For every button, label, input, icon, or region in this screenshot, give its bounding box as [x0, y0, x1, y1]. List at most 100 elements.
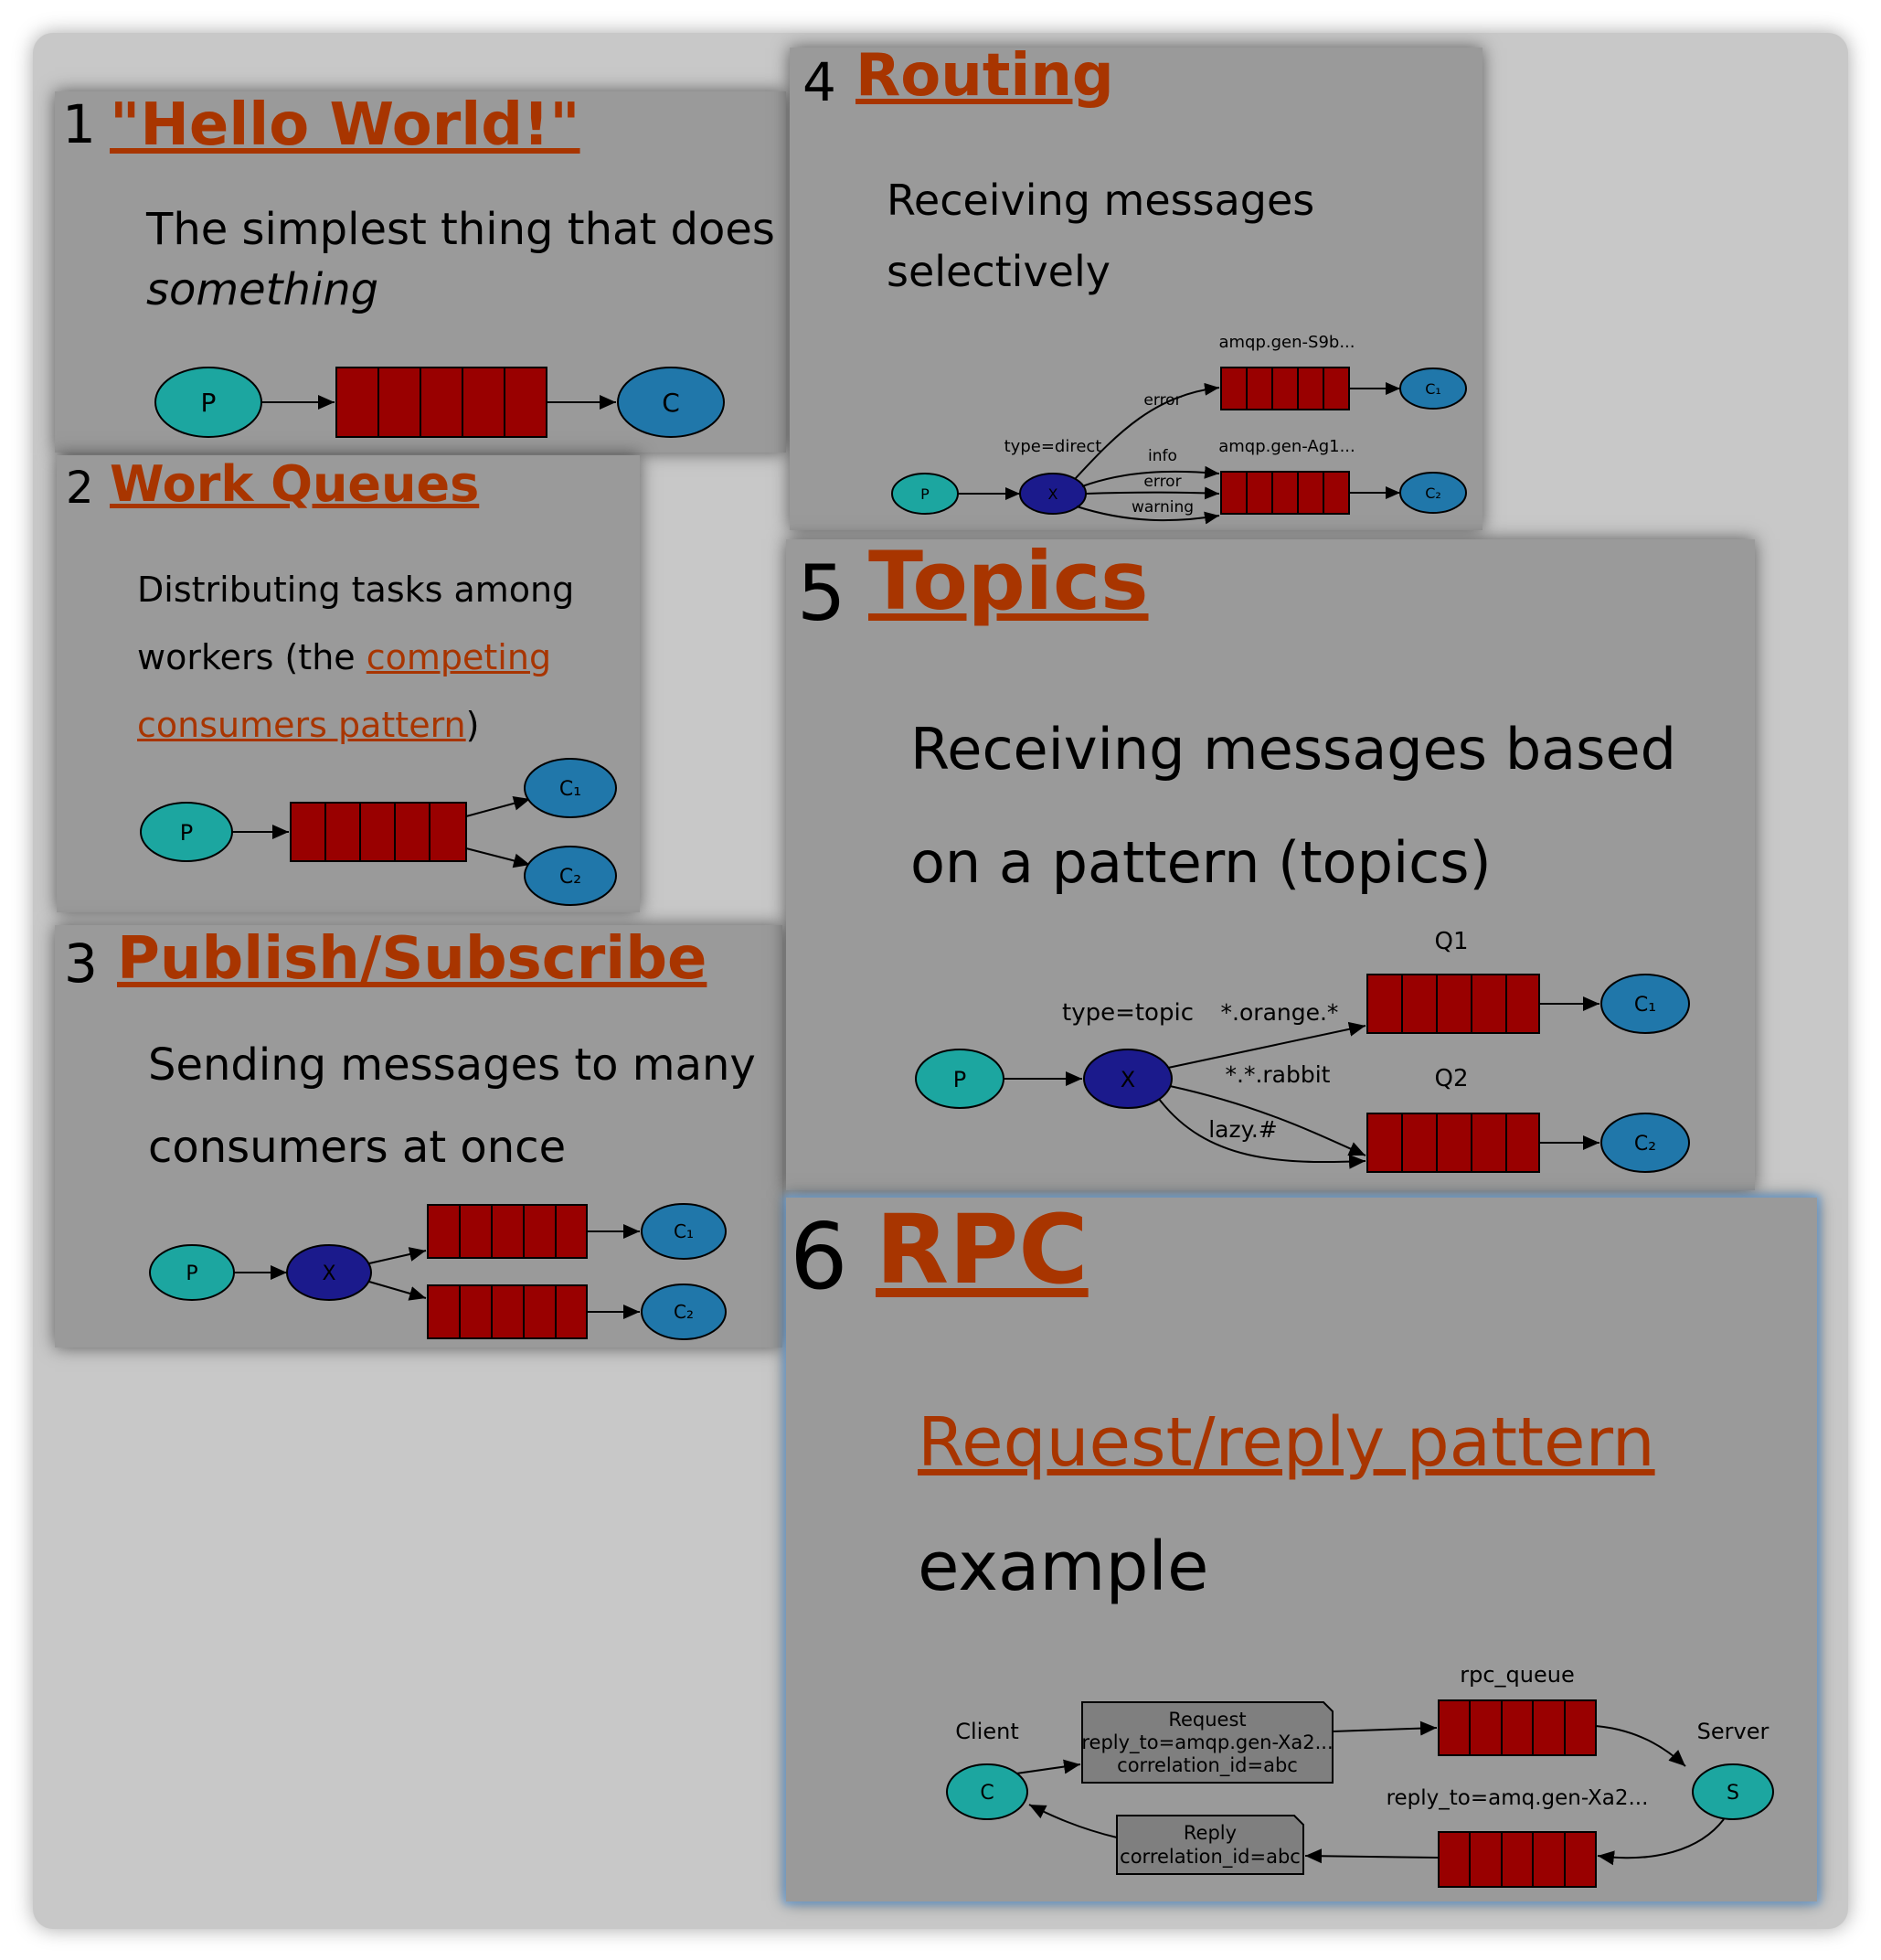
desc-line: Receiving messages: [887, 176, 1315, 225]
desc-line: consumers at once: [148, 1122, 567, 1173]
consumer-node: [641, 1203, 727, 1260]
tutorial-title-link[interactable]: Topics: [868, 539, 1149, 628]
card-rpc[interactable]: 6 RPC Request/reply pattern example Clie…: [786, 1198, 1817, 1901]
message-line: Reply: [1184, 1822, 1237, 1844]
consumer-label: C₂: [1634, 1133, 1656, 1156]
card-work-queues[interactable]: 2 Work Queues Distributing tasks among w…: [57, 455, 640, 912]
binding-arrow: [1074, 382, 1220, 480]
tutorial-description: Receiving messages selectively: [887, 159, 1314, 313]
binding-arrow: [1167, 1021, 1366, 1069]
tutorial-title-link[interactable]: "Hello World!": [110, 91, 580, 159]
diagram-hello-world: P C: [154, 367, 725, 438]
desc-line: example: [918, 1528, 1209, 1606]
producer-label: P: [186, 1262, 197, 1285]
diagram-publish-subscribe: P X C₁ C₂: [149, 1203, 727, 1340]
desc-line: The simplest thing that does: [146, 204, 775, 255]
server-label: Server: [1697, 1719, 1769, 1744]
server-node: [1692, 1763, 1774, 1820]
queue: [1220, 367, 1350, 410]
tutorial-description: The simplest thing that does something: [146, 199, 775, 320]
desc-line: on a pattern (topics): [910, 829, 1492, 896]
exchange-label: X: [1121, 1067, 1135, 1092]
tutorial-title-link[interactable]: RPC: [876, 1198, 1089, 1305]
client-node-label: C: [980, 1782, 994, 1805]
consumer-label: C₂: [674, 1301, 694, 1323]
arrow: [465, 847, 531, 868]
exchange-node: [286, 1244, 372, 1301]
desc-line: selectively: [887, 247, 1111, 296]
binding-arrow: [1085, 486, 1220, 500]
producer-label: P: [953, 1067, 966, 1092]
diagram-rpc: Client C Request reply_to=amqp.gen-Xa2..…: [946, 1662, 1774, 1888]
queue: [335, 367, 547, 438]
consumer-node: [1600, 1113, 1690, 1173]
competing-consumers-link[interactable]: consumers pattern: [137, 705, 466, 745]
request-message: Request reply_to=amqp.gen-Xa2... correla…: [1081, 1701, 1334, 1784]
consumer-label: C₂: [1425, 485, 1441, 502]
binding-key: *.*.rabbit: [1226, 1061, 1331, 1088]
tutorial-number: 4: [802, 51, 836, 113]
consumer-node: [1399, 472, 1467, 514]
queue: [427, 1204, 588, 1259]
desc-line: Sending messages to many: [148, 1039, 756, 1091]
exchange-label: X: [322, 1262, 335, 1285]
exchange-type-label: type=topic: [1062, 999, 1194, 1027]
binding-key: *.orange.*: [1221, 999, 1339, 1026]
server-node-label: S: [1727, 1782, 1739, 1805]
queue: [1438, 1699, 1597, 1756]
message-line: correlation_id=abc: [1117, 1754, 1298, 1777]
consumer-node: [1399, 368, 1467, 410]
tutorial-title-link[interactable]: Publish/Subscribe: [117, 925, 707, 993]
tutorial-description: Distributing tasks among workers (the co…: [137, 556, 574, 759]
queue: [427, 1284, 588, 1339]
client-node: [946, 1763, 1028, 1820]
message-line: reply_to=amqp.gen-Xa2...: [1081, 1731, 1333, 1754]
consumer-label: C₁: [1634, 994, 1656, 1017]
arrow: [1332, 1720, 1438, 1736]
queue-label: Q2: [1434, 1065, 1468, 1092]
desc-line: Receiving messages based: [910, 716, 1676, 783]
binding-arrow: [1169, 1085, 1366, 1156]
card-hello-world[interactable]: 1 "Hello World!" The simplest thing that…: [55, 91, 786, 453]
tutorial-title-link[interactable]: Work Queues: [110, 455, 480, 513]
consumer-node: [617, 367, 725, 438]
request-reply-link[interactable]: Request/reply pattern: [918, 1403, 1655, 1482]
tutorial-number: 1: [62, 93, 96, 155]
queue: [1438, 1831, 1597, 1888]
diagram-work-queues: P C₁ C₂: [140, 758, 617, 906]
binding-key: lazy.#: [1208, 1116, 1278, 1143]
arrow: [368, 1247, 427, 1264]
queue: [1366, 1113, 1540, 1173]
arrow: [465, 795, 531, 817]
queue-label: amqp.gen-Ag1...: [1218, 437, 1355, 456]
desc-line: consumers pattern): [137, 705, 480, 745]
tutorial-description: Request/reply pattern example: [918, 1380, 1655, 1629]
consumer-label: C: [662, 388, 680, 418]
tutorial-number: 5: [797, 549, 846, 638]
diagram-routing: amqp.gen-S9b... amqp.gen-Ag1... type=dir…: [891, 333, 1467, 525]
arrow: [1028, 1804, 1118, 1838]
tutorial-description: Receiving messages based on a pattern (t…: [910, 693, 1676, 920]
binding-key: warning: [1132, 498, 1194, 517]
exchange-label: X: [1048, 485, 1058, 503]
binding-arrow: [1081, 465, 1220, 487]
tutorial-number: 3: [64, 932, 98, 995]
arrow: [1597, 1818, 1725, 1866]
consumer-label: C₂: [559, 866, 581, 889]
binding-key: error: [1143, 473, 1181, 491]
consumer-label: C₁: [1425, 380, 1441, 398]
tutorial-number: 6: [790, 1203, 848, 1310]
card-publish-subscribe[interactable]: 3 Publish/Subscribe Sending messages to …: [55, 925, 782, 1348]
tutorial-description: Sending messages to many consumers at on…: [148, 1024, 756, 1188]
binding-arrow: [1076, 506, 1220, 525]
reply-queue-label: reply_to=amq.gen-Xa2...: [1387, 1786, 1649, 1810]
queue-label: amqp.gen-S9b...: [1218, 333, 1355, 352]
producer-label: P: [180, 820, 193, 846]
tutorial-title-link[interactable]: Routing: [855, 48, 1114, 110]
reply-message: Reply correlation_id=abc: [1116, 1815, 1304, 1875]
card-routing[interactable]: 4 Routing Receiving messages selectively…: [790, 48, 1482, 530]
competing-consumers-link[interactable]: competing: [366, 637, 552, 677]
card-topics[interactable]: 5 Topics Receiving messages based on a p…: [786, 539, 1755, 1190]
consumer-node: [641, 1284, 727, 1340]
message-line: correlation_id=abc: [1120, 1846, 1301, 1869]
